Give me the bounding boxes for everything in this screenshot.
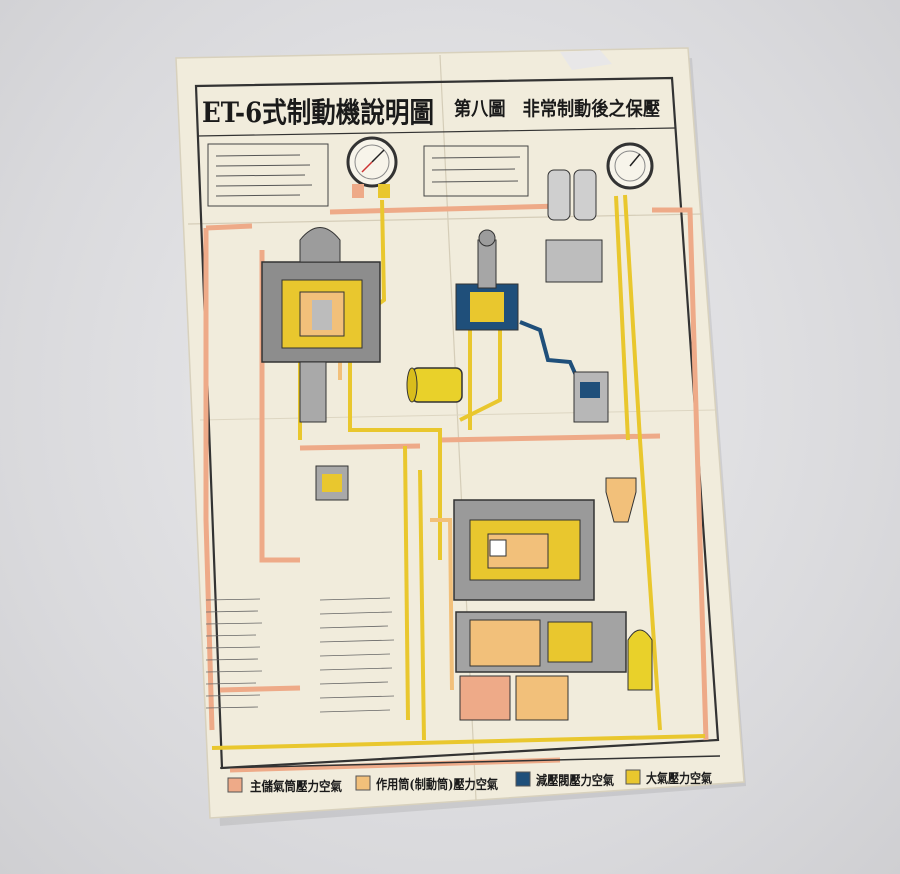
svg-text:大氣壓力空氣: 大氣壓力空氣	[646, 771, 712, 787]
poster-title: ET-6式制動機說明圖	[202, 96, 434, 129]
dirt-collector-icon	[605, 477, 637, 523]
legend-item-main-reservoir: 主儲氣筒壓力空氣	[227, 777, 342, 795]
svg-text:作用筒(制動筒)壓力空氣: 作用筒(制動筒)壓力空氣	[376, 777, 498, 793]
independent-brake-valve-icon	[455, 229, 519, 331]
atmosphere-piping	[211, 194, 706, 750]
distributing-valve-icon	[453, 499, 627, 721]
small-air-gauge-icon	[606, 142, 654, 190]
main-air-gauge-icon	[346, 136, 398, 198]
legend-item-application: 作用筒(制動筒)壓力空氣	[355, 775, 498, 793]
equalizing-reservoir-icon	[406, 367, 463, 403]
parts-list-block	[205, 597, 395, 713]
feed-valve-icon	[545, 169, 603, 283]
svg-text:主儲氣筒壓力空氣: 主儲氣筒壓力空氣	[250, 779, 342, 795]
poster-subtitle: 第八圖 非常制動後之保壓	[454, 97, 660, 120]
automatic-brake-valve-icon	[261, 227, 381, 423]
svg-text:減壓閥壓力空氣: 減壓閥壓力空氣	[536, 773, 614, 789]
diagram-frame	[194, 76, 720, 770]
reducing-valve-icon	[573, 371, 609, 423]
safety-valve-icon	[627, 629, 653, 691]
legend-item-reducing: 減壓閥壓力空氣	[515, 771, 614, 789]
rotair-valve-icon	[315, 465, 349, 501]
legend-notes-block	[207, 143, 529, 207]
legend-item-atmosphere: 大氣壓力空氣	[625, 769, 712, 787]
